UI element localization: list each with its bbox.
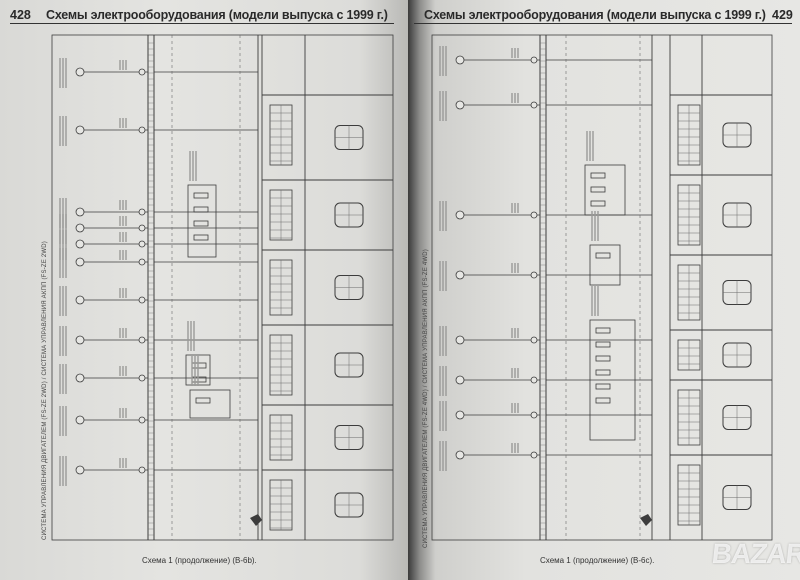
component-box xyxy=(589,244,621,286)
terminal-symbol xyxy=(455,55,465,65)
right-header-rule xyxy=(414,23,792,24)
resistor-symbol xyxy=(193,206,209,213)
splice-symbol xyxy=(530,451,538,459)
resistor-symbol xyxy=(595,369,611,376)
right-caption: Схема 1 (продолжение) (В-6с). xyxy=(540,556,655,565)
right-page-header: Схемы электрооборудования (модели выпуск… xyxy=(424,8,766,22)
resistor-symbol xyxy=(590,172,606,179)
watermark-logo: BAZAR xyxy=(710,538,800,569)
splice-symbol xyxy=(138,240,146,248)
terminal-symbol xyxy=(75,373,85,383)
right-side-title: СИСТЕМА УПРАВЛЕНИЯ ДВИГАТЕЛЕМ (FS-ZE 4WD… xyxy=(423,249,429,548)
terminal-symbol xyxy=(75,257,85,267)
terminal-symbol xyxy=(455,335,465,345)
ground-icon xyxy=(250,514,262,526)
splice-symbol xyxy=(530,376,538,384)
diagram-frame xyxy=(51,34,394,541)
terminal-symbol xyxy=(75,125,85,135)
splice-symbol xyxy=(138,68,146,76)
component-box xyxy=(187,184,217,258)
splice-symbol xyxy=(530,211,538,219)
resistor-symbol xyxy=(595,397,611,404)
splice-symbol xyxy=(530,411,538,419)
ground-icon xyxy=(640,514,652,526)
terminal-symbol xyxy=(455,450,465,460)
component-box xyxy=(589,319,636,441)
right-page xyxy=(408,0,800,580)
terminal-symbol xyxy=(75,465,85,475)
resistor-symbol xyxy=(195,397,211,404)
splice-symbol xyxy=(530,271,538,279)
splice-symbol xyxy=(138,466,146,474)
left-page-header: Схемы электрооборудования (модели выпуск… xyxy=(46,8,388,22)
terminal-symbol xyxy=(75,239,85,249)
terminal-symbol xyxy=(75,295,85,305)
component-box xyxy=(584,164,626,216)
terminal-symbol xyxy=(75,335,85,345)
terminal-symbol xyxy=(75,207,85,217)
splice-symbol xyxy=(138,416,146,424)
splice-symbol xyxy=(138,296,146,304)
resistor-symbol xyxy=(191,362,207,369)
resistor-symbol xyxy=(595,327,611,334)
terminal-symbol xyxy=(455,100,465,110)
splice-symbol xyxy=(138,208,146,216)
terminal-symbol xyxy=(75,415,85,425)
resistor-symbol xyxy=(595,252,611,259)
resistor-symbol xyxy=(595,341,611,348)
terminal-symbol xyxy=(75,67,85,77)
resistor-symbol xyxy=(595,355,611,362)
left-header-rule xyxy=(10,23,394,24)
splice-symbol xyxy=(138,374,146,382)
resistor-symbol xyxy=(193,234,209,241)
terminal-symbol xyxy=(455,270,465,280)
splice-symbol xyxy=(138,258,146,266)
terminal-symbol xyxy=(455,410,465,420)
splice-symbol xyxy=(138,224,146,232)
left-caption: Схема 1 (продолжение) (В-6b). xyxy=(142,556,257,565)
splice-symbol xyxy=(138,126,146,134)
left-page xyxy=(0,0,408,580)
left-side-title: СИСТЕМА УПРАВЛЕНИЯ ДВИГАТЕЛЕМ (FS-ZE 2WD… xyxy=(42,241,48,540)
splice-symbol xyxy=(530,56,538,64)
splice-symbol xyxy=(530,101,538,109)
resistor-symbol xyxy=(590,200,606,207)
terminal-symbol xyxy=(455,210,465,220)
resistor-symbol xyxy=(193,220,209,227)
terminal-symbol xyxy=(455,375,465,385)
resistor-symbol xyxy=(590,186,606,193)
component-box xyxy=(189,389,231,419)
resistor-symbol xyxy=(193,192,209,199)
resistor-symbol xyxy=(595,383,611,390)
terminal-symbol xyxy=(75,223,85,233)
left-page-number: 428 xyxy=(10,8,31,22)
splice-symbol xyxy=(138,336,146,344)
diagram-frame xyxy=(431,34,773,541)
right-page-number: 429 xyxy=(772,8,793,22)
splice-symbol xyxy=(530,336,538,344)
